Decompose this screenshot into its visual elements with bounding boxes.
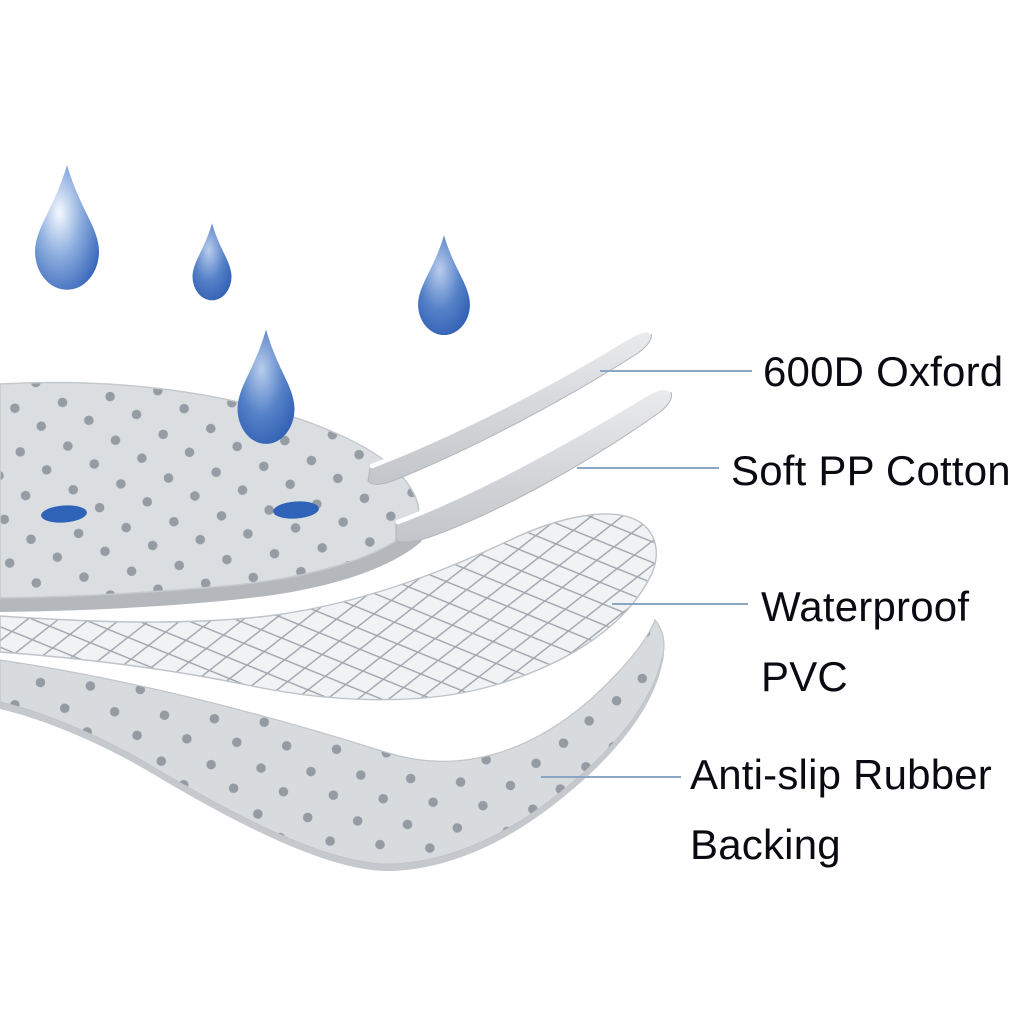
layer-rubber-backing	[0, 618, 665, 865]
label-waterproof-pvc-line1: Waterproof	[761, 583, 970, 630]
moisture-spot-left	[41, 505, 87, 523]
label-waterproof-pvc-line2: PVC	[761, 653, 848, 700]
water-drops	[35, 165, 470, 444]
water-drop-medium-icon	[237, 329, 295, 444]
moisture-spot-right	[273, 501, 319, 519]
leader-lines	[541, 370, 752, 778]
layer-oxford-flap	[367, 330, 652, 485]
label-600d-oxford: 600D Oxford	[763, 348, 1004, 395]
water-drop-right-icon	[418, 235, 470, 336]
label-anti-slip-rubber-line2: Backing	[690, 821, 841, 868]
pp-cotton-flap-highlight	[395, 385, 673, 525]
label-waterproof-pvc: Waterproof PVC	[761, 572, 969, 712]
layer-pvc-mesh	[0, 513, 657, 701]
label-soft-pp-cotton: Soft PP Cotton	[731, 447, 1011, 494]
top-layer-underside-rim	[0, 530, 422, 612]
label-anti-slip-rubber-backing: Anti-slip Rubber Backing	[690, 740, 992, 880]
oxford-flap-highlight	[369, 328, 653, 469]
label-anti-slip-rubber-line1: Anti-slip Rubber	[690, 751, 992, 798]
water-drop-large-icon	[35, 165, 99, 290]
water-drop-small-icon	[192, 223, 232, 301]
